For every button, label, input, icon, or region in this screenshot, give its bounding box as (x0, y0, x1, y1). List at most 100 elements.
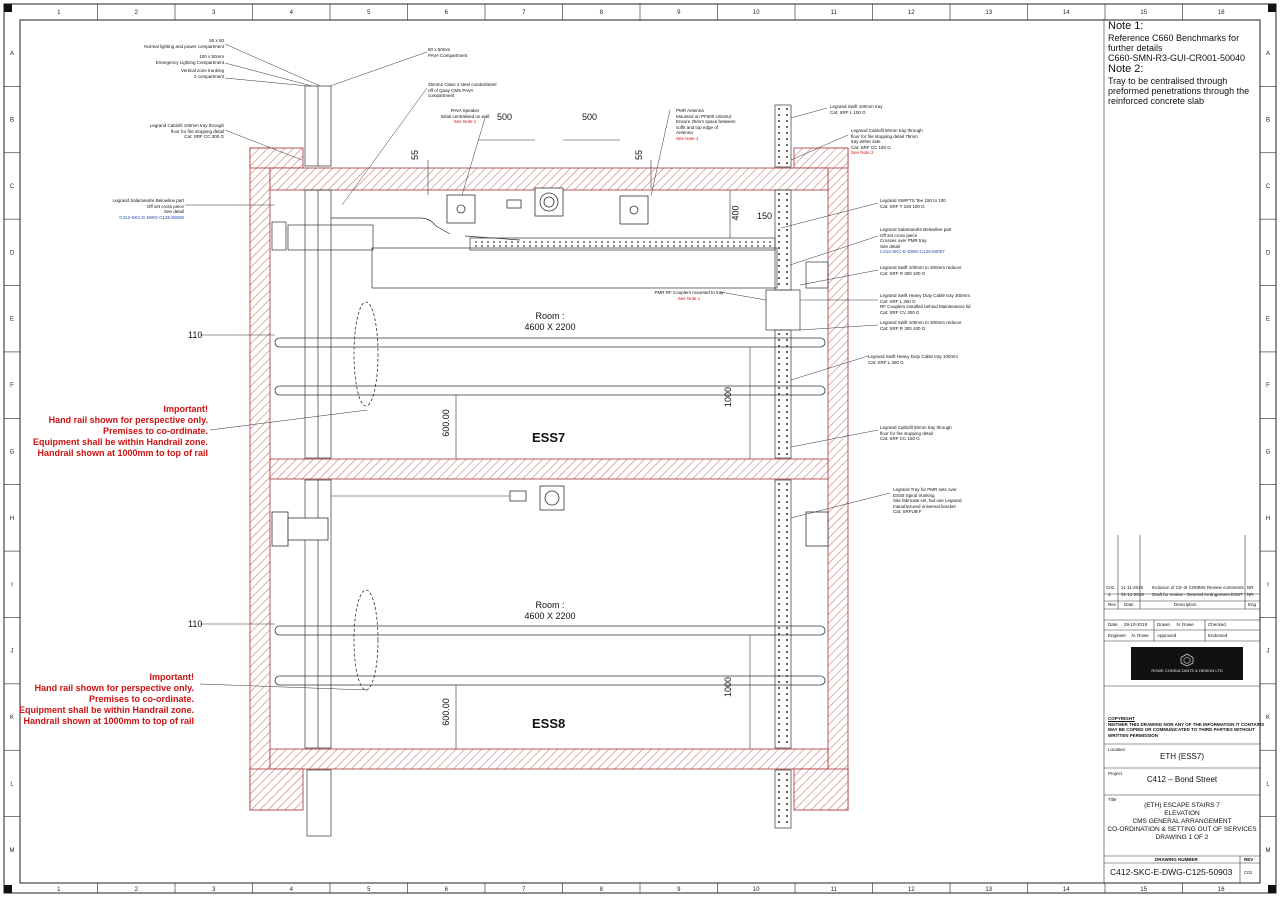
perforation (778, 483, 780, 485)
title-block-frame (1103, 20, 1260, 883)
room-size: 4600 X 2200 (524, 322, 576, 332)
perforation (493, 241, 495, 243)
field-value: N. Rowe (1176, 622, 1194, 627)
rev-description: Inclusion of CE-3I COMMS Review comments (1151, 585, 1244, 590)
perforation (778, 797, 780, 799)
grid-column-label: 6 (445, 10, 449, 16)
perforation (778, 791, 780, 793)
annotation-line: Off set cross piece (880, 232, 918, 238)
perforation (778, 627, 780, 629)
annotation-line: Crosses over PMR tray (880, 238, 927, 243)
annotation-cablofil-150: Legrand Cablofil 50mm tray through floor… (880, 425, 952, 442)
important-note-upper: Important! Hand rail shown for perspecti… (20, 404, 208, 459)
perforation (778, 357, 780, 359)
perforation (786, 441, 788, 443)
grid-row-label: K (10, 715, 14, 721)
annotation-swift-tee: Legrand SWIFTS Tee 150 to 100 Cat: SRF T… (880, 198, 946, 209)
perforation (529, 241, 531, 243)
grid-column-label: 6 (445, 887, 449, 893)
perforation (727, 245, 729, 247)
annotation-line: See detail (163, 209, 184, 214)
annotation-line: Antenna (676, 130, 693, 135)
perforation (571, 245, 573, 247)
annotation-line: Cat: SRF R 300 100 G (880, 270, 926, 276)
dim-1000-upper: 1000 (723, 386, 734, 408)
perforation (778, 363, 780, 365)
perforation (778, 501, 780, 503)
annotation-line: Normal lighting and power compartment (144, 43, 224, 49)
room-size: 4600 X 2200 (524, 611, 576, 621)
grid-column-label: 13 (985, 887, 992, 893)
perforation (786, 741, 788, 743)
annotation-pmr-tray: Legrand Tray for PMR sets over ESS8 Spir… (893, 487, 962, 515)
rev-engineer: NR (1247, 585, 1254, 590)
note1-title: Note 1: (1108, 20, 1144, 32)
perforation (786, 735, 788, 737)
grid-column-label: 14 (1063, 887, 1070, 893)
perforation (786, 120, 788, 122)
horizontal-tray-upper (271, 217, 829, 289)
perforation (786, 579, 788, 581)
important-line: Premises to co-ordinate. (88, 694, 194, 704)
perforation (778, 651, 780, 653)
perforation (778, 453, 780, 455)
perforation (778, 821, 780, 823)
perforation (778, 271, 780, 273)
perforation (786, 537, 788, 539)
perforation (757, 241, 759, 243)
dim-500-left: 500 (497, 112, 513, 122)
perforation (667, 241, 669, 243)
perforation (778, 339, 780, 341)
room-label-upper: Room : 4600 X 2200 (505, 311, 595, 333)
rev-label: REV (1244, 857, 1254, 862)
annotation-tray-top: Legrand Swift 100mm tray Cat: SRF L 100 … (830, 104, 883, 115)
perforation (778, 549, 780, 551)
annotation-line: Legrand Cablofil 100mm tray through (149, 123, 224, 128)
perforation (589, 245, 591, 247)
perforation (769, 241, 771, 243)
perforation (778, 543, 780, 545)
perforation (559, 245, 561, 247)
perforation (778, 259, 780, 261)
see-note-link: See Note 1 (676, 135, 699, 141)
perforation (786, 597, 788, 599)
perforation (778, 723, 780, 725)
dimension-lines (200, 139, 751, 749)
see-note-link: See Note 2 (851, 150, 874, 155)
outer-frame (3, 3, 1277, 894)
right-wall (827, 147, 849, 811)
perforation (778, 603, 780, 605)
perforation (757, 245, 759, 247)
perforation (778, 537, 780, 539)
annotation-line: 100 x 50mm (199, 54, 224, 59)
annotation-reducer-2: Legrand Swift 100mm to 300mm reducer Cat… (880, 320, 962, 331)
grid-row-label: B (10, 118, 14, 124)
drawing-reference: C412-SKC-E-DWG-C125-50006 (119, 214, 184, 220)
approved-field: Approved (1157, 633, 1177, 638)
dim-55-left: 55 (410, 149, 421, 161)
annotation-line: soffit and top edge of (676, 124, 718, 130)
rev-engineer: NR (1247, 592, 1254, 597)
perforation (778, 687, 780, 689)
annotation-line: Emergency Lighting Compartment (155, 59, 224, 65)
perforation (778, 663, 780, 665)
copyright-title: COPYRIGHT (1108, 716, 1135, 721)
title-line: CMS GENERAL ARRANGEMENT (1132, 818, 1232, 825)
drawing-reference: C412-SKC-E-DWG-C125-50007 (880, 249, 945, 254)
perforation (739, 245, 741, 247)
perforation (589, 241, 591, 243)
perforation (673, 241, 675, 243)
perforation (763, 245, 765, 247)
perforation (625, 241, 627, 243)
perforation (786, 555, 788, 557)
perforation (778, 120, 780, 122)
annotation-line: Legrand Cablofil 50mm tray through (880, 425, 952, 430)
perforation (778, 217, 780, 219)
revision-row-2: 1 01-11-2019 Draft for review - General … (1108, 592, 1243, 597)
perforation (786, 699, 788, 701)
perforation (778, 393, 780, 395)
perforation (786, 669, 788, 671)
rev-date: 11-11-2019 (1120, 585, 1144, 590)
perforation (778, 803, 780, 805)
title-line: ELEVATION (1164, 810, 1200, 817)
